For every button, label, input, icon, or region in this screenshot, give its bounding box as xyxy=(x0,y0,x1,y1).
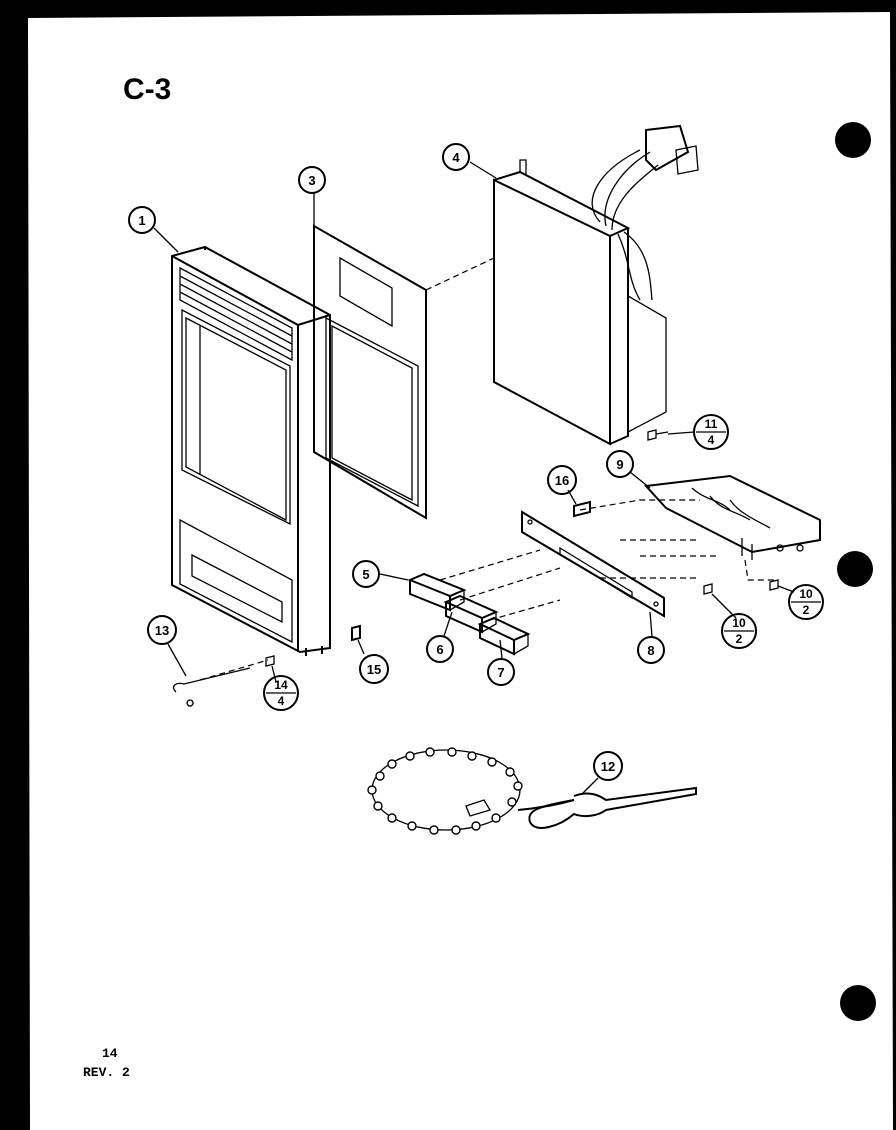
svg-text:7: 7 xyxy=(497,665,504,680)
callout-1: 1 xyxy=(128,206,156,234)
screw-10-b xyxy=(769,579,779,591)
svg-text:14: 14 xyxy=(274,678,288,692)
callout-9: 9 xyxy=(606,450,634,478)
svg-text:4: 4 xyxy=(278,694,285,708)
part-7-switch xyxy=(477,616,531,656)
svg-text:1: 1 xyxy=(138,213,145,228)
callout-11-over-4: 11 4 xyxy=(693,414,729,450)
svg-text:4: 4 xyxy=(452,150,460,165)
svg-text:4: 4 xyxy=(708,433,715,447)
binder-hole-bottom xyxy=(840,985,876,1021)
svg-text:2: 2 xyxy=(736,632,743,646)
binder-hole-middle xyxy=(837,551,873,587)
callout-10-over-2-b: 10 2 xyxy=(788,584,824,620)
part-15-part xyxy=(351,624,361,642)
svg-text:6: 6 xyxy=(436,642,443,657)
svg-text:13: 13 xyxy=(155,623,169,638)
svg-text:5: 5 xyxy=(362,567,369,582)
page-number: 14 xyxy=(102,1046,118,1061)
callout-14-over-4: 14 4 xyxy=(263,675,299,711)
svg-text:8: 8 xyxy=(647,643,654,658)
part-13-rod xyxy=(172,667,251,707)
part-12-temperature-probe xyxy=(367,747,697,835)
callout-7: 7 xyxy=(487,658,515,686)
callout-16: 16 xyxy=(547,465,577,495)
callout-10-over-2-a: 10 2 xyxy=(721,613,757,649)
part-8-bracket xyxy=(521,510,665,618)
part-9-switch-holder xyxy=(643,474,821,560)
callout-15: 15 xyxy=(359,654,389,684)
screw-14 xyxy=(265,655,275,667)
svg-text:10: 10 xyxy=(732,616,746,630)
part-1-control-panel xyxy=(171,245,331,656)
callout-12: 12 xyxy=(593,751,623,781)
svg-text:9: 9 xyxy=(616,457,623,472)
binder-hole-top xyxy=(835,122,871,158)
svg-text:16: 16 xyxy=(555,473,569,488)
callout-5: 5 xyxy=(352,560,380,588)
callout-4: 4 xyxy=(442,143,470,171)
section-label: C-3 xyxy=(123,73,171,106)
assembly-leader-lines xyxy=(199,257,778,681)
svg-text:3: 3 xyxy=(308,173,315,188)
svg-text:12: 12 xyxy=(601,759,615,774)
svg-text:10: 10 xyxy=(799,587,813,601)
part-16-clip xyxy=(573,500,591,518)
callout-3: 3 xyxy=(298,166,326,194)
paper-sheet xyxy=(28,12,893,1130)
callout-leaders xyxy=(153,161,795,795)
screw-11 xyxy=(647,429,669,441)
part-3-window-panel xyxy=(313,224,427,520)
callout-13: 13 xyxy=(147,615,177,645)
callout-8: 8 xyxy=(637,636,665,664)
svg-text:15: 15 xyxy=(367,662,381,677)
part-4-control-board xyxy=(493,124,699,446)
revision-label: REV. 2 xyxy=(83,1065,130,1080)
svg-text:2: 2 xyxy=(803,603,810,617)
callout-6: 6 xyxy=(426,635,454,663)
screw-10-a xyxy=(703,583,713,595)
svg-text:11: 11 xyxy=(705,417,718,431)
